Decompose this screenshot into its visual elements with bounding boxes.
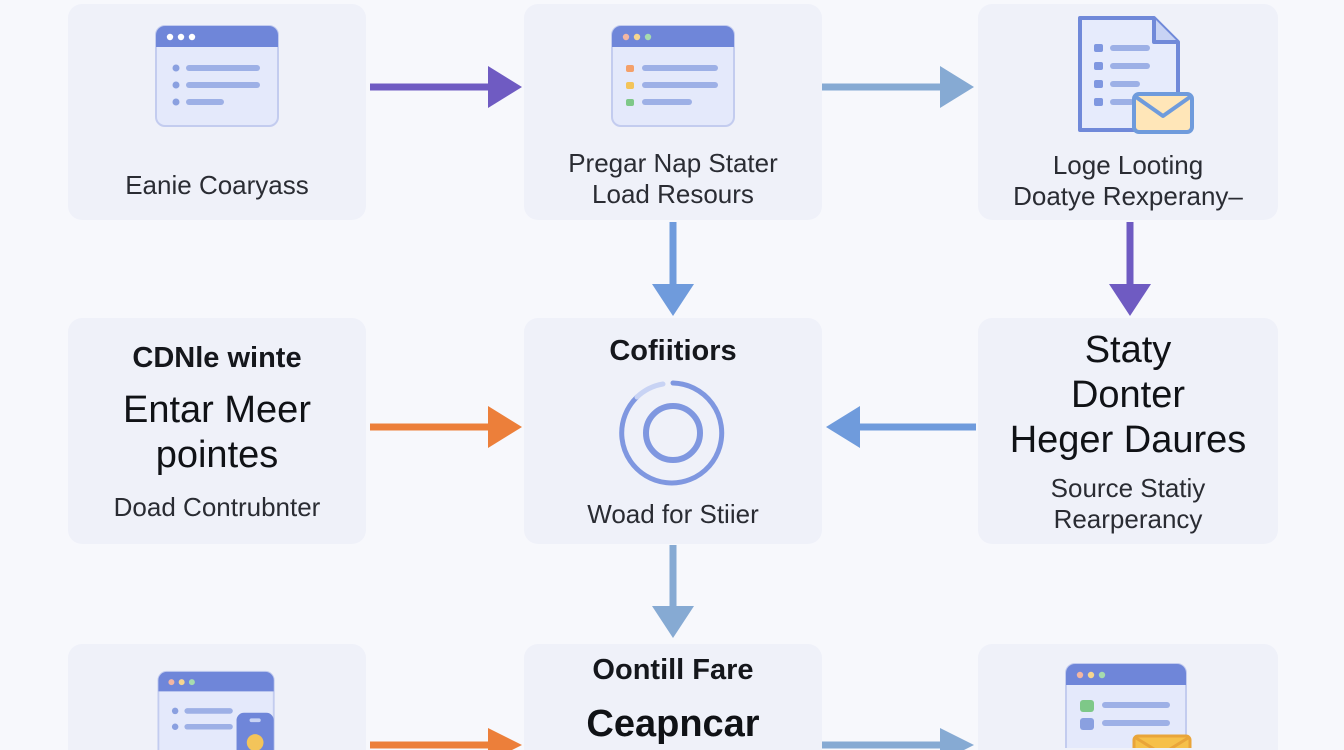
browser-window-icon <box>611 25 735 127</box>
browser-window-user-icon <box>157 670 275 750</box>
node-middle-left-caption: Doad Contrubnter <box>113 491 321 522</box>
node-middle-left-heading: CDNle winte <box>132 341 302 374</box>
node-bottom-middle: Oontill Fare Ceapncar <box>524 644 822 750</box>
arrow-middleleft-to-middlecenter <box>370 406 522 448</box>
node-middle-left-big-2: pointes <box>155 433 279 476</box>
node-middle-center-heading: Cofiitiors <box>609 334 737 367</box>
node-top-middle: Pregar Nap Stater Load Resours <box>524 4 822 220</box>
node-top-left-label: Eanie Coaryass <box>125 170 309 200</box>
browser-window-icon <box>155 25 279 127</box>
node-middle-right-caption-2: Rearperancy <box>1053 503 1203 534</box>
node-top-left: Eanie Coaryass <box>68 4 366 220</box>
loading-ring-icon <box>619 380 725 485</box>
arrow-bottomleft-to-bottommiddle <box>370 728 522 750</box>
node-middle-right: Staty Donter Heger Daures Source Statiy … <box>978 318 1278 544</box>
node-middle-right-caption-1: Source Statiy <box>1050 472 1206 503</box>
node-middle-center: Cofiitiors Woad for Stiier <box>524 318 822 544</box>
arrow-topright-to-middleright <box>1109 222 1151 316</box>
node-middle-left: CDNle winte Entar Meer pointes Doad Cont… <box>68 318 366 544</box>
node-top-middle-label-2: Load Resours <box>592 179 754 209</box>
arrow-topmiddle-to-topright <box>822 66 974 108</box>
node-top-middle-label-1: Pregar Nap Stater <box>568 148 778 178</box>
node-middle-center-caption: Woad for Stiier <box>587 498 759 529</box>
node-bottom-middle-big-1: Ceapncar <box>586 703 760 745</box>
arrow-topmiddle-to-middlecenter <box>652 222 694 316</box>
node-top-right: Loge Looting Doatye Rexperany– <box>978 4 1278 220</box>
node-middle-right-big-1: Staty <box>1084 328 1172 371</box>
browser-window-mail-icon <box>1065 663 1192 748</box>
node-top-right-label-2: Doatye Rexperany– <box>1013 181 1243 211</box>
node-middle-right-big-3: Heger Daures <box>1009 418 1247 461</box>
node-middle-left-big-1: Entar Meer <box>123 388 311 431</box>
node-top-right-label-1: Loge Looting <box>1052 150 1204 180</box>
node-bottom-middle-heading: Oontill Fare <box>592 654 754 686</box>
arrow-topleft-to-topmiddle <box>370 66 522 108</box>
node-bottom-right <box>978 644 1278 750</box>
document-mail-icon <box>1078 16 1194 134</box>
node-bottom-left <box>68 644 366 750</box>
arrow-middleright-to-middlecenter <box>826 406 976 448</box>
arrow-bottommiddle-to-bottomright <box>822 728 974 750</box>
arrow-middlecenter-to-bottommiddle <box>652 545 694 638</box>
node-middle-right-big-2: Donter <box>1070 373 1186 416</box>
